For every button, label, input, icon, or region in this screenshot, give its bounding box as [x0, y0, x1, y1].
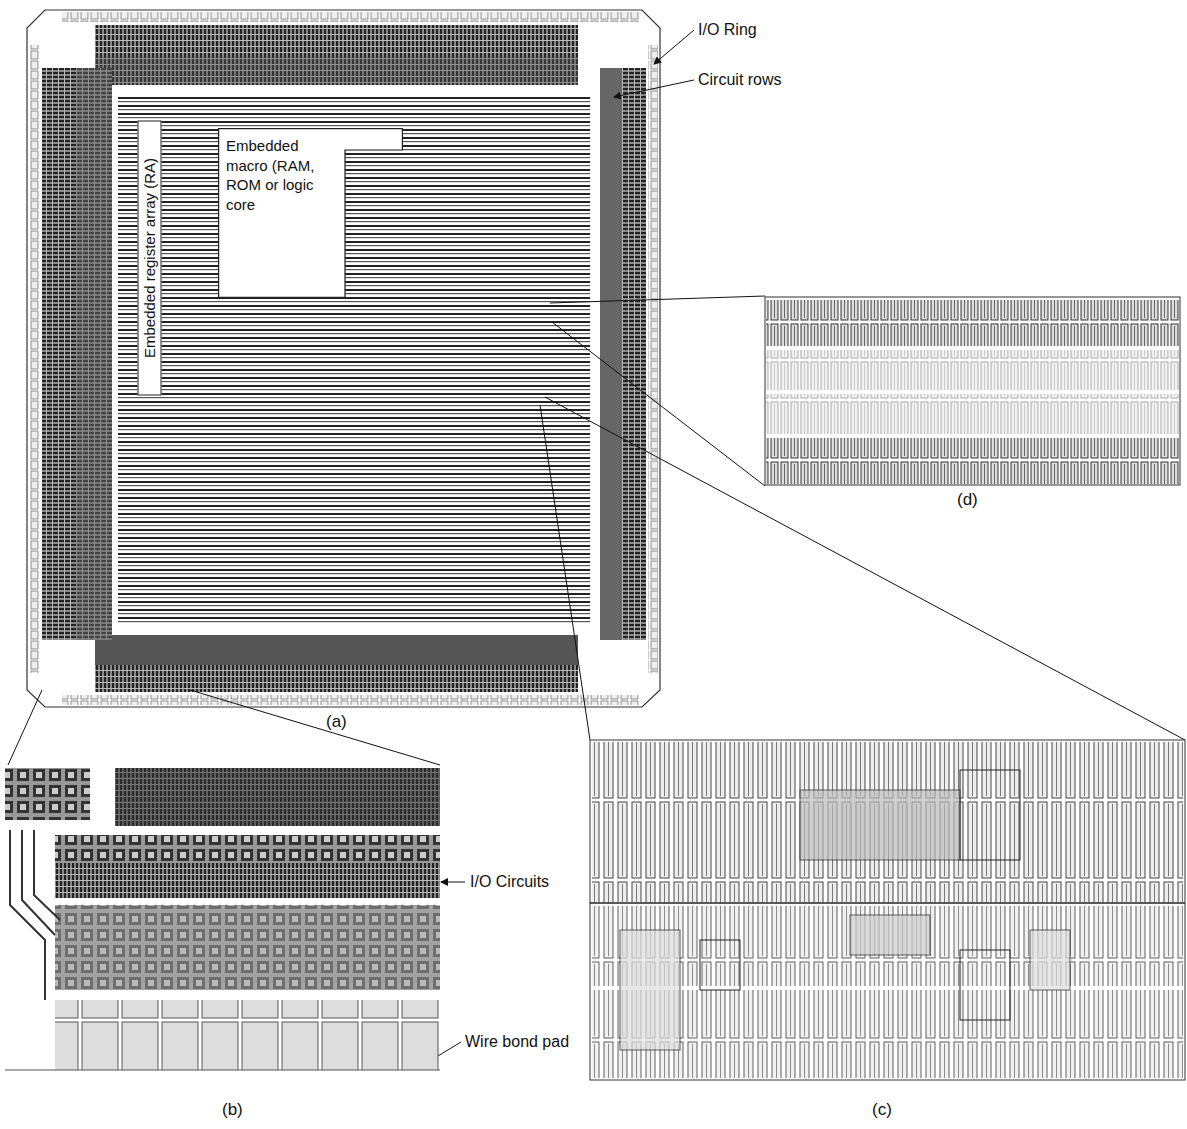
- callout-label: Circuit rows: [698, 70, 782, 89]
- box-label: Embedded register array (RA): [140, 130, 158, 387]
- panel-letter: (a): [326, 712, 347, 732]
- macro-box: Embedded macro (RAM, ROM or logic core: [218, 128, 403, 298]
- register-array-box: Embedded register array (RA): [137, 121, 161, 396]
- callout-label: Wire bond pad: [465, 1032, 569, 1051]
- callout-label: I/O Ring: [698, 20, 757, 39]
- box-label: Embedded macro (RAM, ROM or logic core: [226, 136, 326, 214]
- panel-letter: (c): [872, 1100, 892, 1120]
- panel-letter: (b): [222, 1100, 243, 1120]
- panel-letter: (d): [957, 490, 978, 510]
- callout-label: I/O Circuits: [470, 872, 549, 891]
